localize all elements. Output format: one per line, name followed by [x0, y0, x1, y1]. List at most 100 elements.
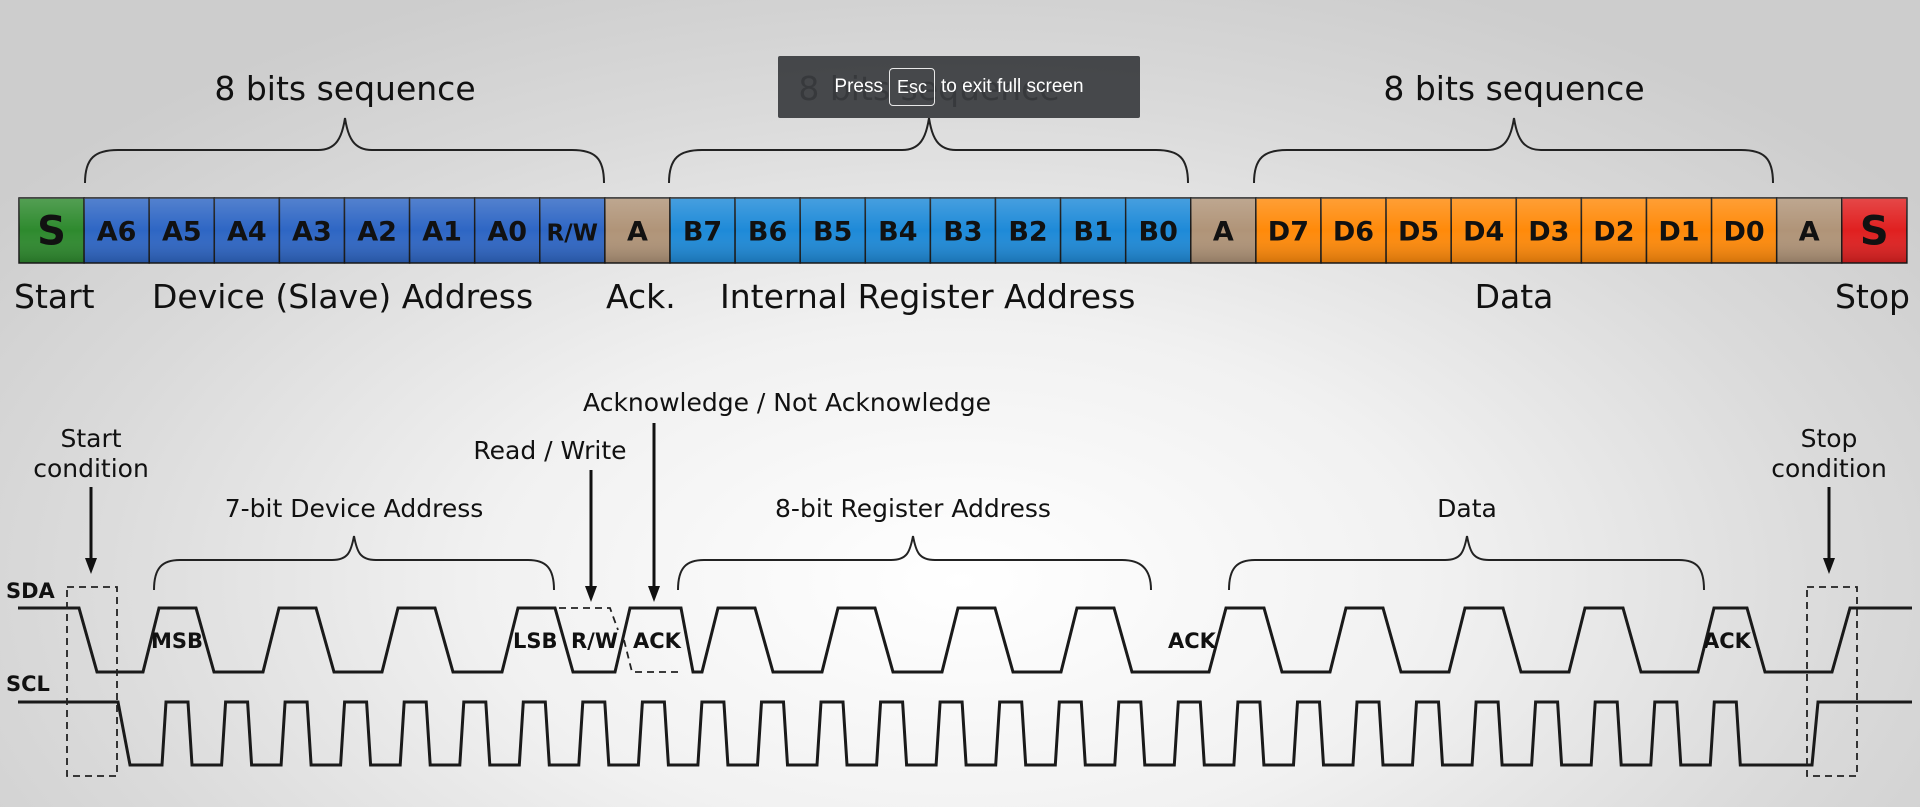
frame-cell-label-3: A4 — [227, 217, 267, 248]
sda-waveform — [18, 606, 1912, 674]
frame-cell-shade-18 — [1190, 198, 1256, 263]
esc-key-hint: Esc — [888, 68, 935, 106]
frame-cell-label-16: B1 — [1073, 217, 1112, 248]
frame-cell-label-2: A5 — [162, 217, 202, 248]
frame-cell-shade-21 — [1386, 198, 1452, 263]
frame-cell-label-18: A — [1213, 217, 1234, 248]
frame-cell-label-24: D2 — [1593, 217, 1634, 248]
scl-waveform — [18, 700, 1912, 767]
frame-cell-label-21: D5 — [1398, 217, 1439, 248]
arrowhead-start-condition — [85, 558, 97, 574]
frame-cell-shade-28 — [1841, 198, 1907, 263]
device-address-7bit-label: 7-bit Device Address — [225, 494, 484, 523]
sequence-label-data: 8 bits sequence — [1383, 69, 1644, 108]
frame-cell-shade-7 — [474, 198, 540, 263]
read-write-label: Read / Write — [473, 436, 626, 465]
frame-cell-label-26: D0 — [1723, 217, 1764, 248]
frame-cell-label-12: B5 — [813, 217, 852, 248]
arrowhead-ack-nack — [648, 586, 660, 602]
frame-cell-label-19: D7 — [1268, 217, 1309, 248]
stop-condition-box — [1806, 586, 1858, 777]
frame-cell-shade-11 — [735, 198, 801, 263]
frame-cell-label-22: D4 — [1463, 217, 1504, 248]
frame-cell-label-10: B7 — [683, 217, 722, 248]
sda-rw-dashed-high — [559, 607, 619, 631]
start-condition-box — [66, 586, 118, 777]
frame-cell-shade-9 — [604, 198, 670, 263]
frame-cell-shade-27 — [1776, 198, 1842, 263]
frame-cell-label-11: B6 — [748, 217, 787, 248]
ack-bit-label-1: ACK — [633, 629, 682, 653]
frame-cell-shade-8 — [539, 198, 605, 263]
brace-timing-data — [1228, 535, 1705, 591]
frame-cell-shade-0 — [19, 198, 85, 263]
label-data: Data — [1475, 277, 1554, 316]
frame-cell-shade-6 — [409, 198, 475, 263]
lsb-label: LSB — [513, 629, 558, 653]
frame-cell-label-15: B2 — [1008, 217, 1047, 248]
toast-press-text: Press — [834, 76, 883, 97]
ack-nack-label: Acknowledge / Not Acknowledge — [583, 388, 991, 417]
frame-field-labels: Start Device (Slave) Address Ack. Intern… — [14, 277, 1910, 316]
frame-cell-label-27: A — [1799, 217, 1820, 248]
label-internal-register-address: Internal Register Address — [720, 277, 1135, 316]
frame-cell-shade-14 — [930, 198, 996, 263]
frame-cell-shade-15 — [995, 198, 1061, 263]
frame-cell-shade-19 — [1255, 198, 1321, 263]
frame-cell-shade-4 — [279, 198, 345, 263]
frame-cell-shade-17 — [1125, 198, 1191, 263]
frame-cell-label-13: B4 — [878, 217, 917, 248]
frame-cell-shade-16 — [1060, 198, 1126, 263]
frame-cells: S A6 A5 A4 A3 A2 A1 A0 R/W A B7 B6 B5 B4 B3 B2 B1 B0 A D7 D6… — [18, 197, 1908, 264]
frame-cell-shade-20 — [1321, 198, 1387, 263]
frame-cell-label-7: A0 — [487, 217, 527, 248]
arrowhead-read-write — [585, 586, 597, 602]
register-address-8bit-label: 8-bit Register Address — [775, 494, 1051, 523]
label-start: Start — [14, 277, 95, 316]
brace-data — [1253, 117, 1774, 184]
frame-cell-shade-3 — [214, 198, 280, 263]
rw-bit-label: R/W — [571, 629, 618, 653]
frame-cell-shade-26 — [1711, 198, 1777, 263]
frame-cell-shade-12 — [800, 198, 866, 263]
scl-label: SCL — [6, 672, 50, 696]
frame-cell-label-8: R/W — [547, 221, 598, 247]
fullscreen-exit-toast: Press Esc to exit full screen — [778, 56, 1140, 118]
brace-device-address — [84, 117, 605, 184]
frame-cell-label-5: A2 — [357, 217, 397, 248]
frame-cell-shade-1 — [84, 198, 150, 263]
frame-cell-label-1: A6 — [97, 217, 137, 248]
frame-cell-shade-22 — [1451, 198, 1517, 263]
frame-cell-shade-10 — [670, 198, 736, 263]
frame-cell-label-6: A1 — [422, 217, 462, 248]
frame-braces — [84, 117, 1774, 184]
brace-7bit-address — [153, 535, 555, 591]
sequence-label-device: 8 bits sequence — [214, 69, 475, 108]
toast-message-text: to exit full screen — [941, 76, 1084, 97]
brace-8bit-register — [677, 535, 1152, 591]
frame-cell-label-23: D3 — [1528, 217, 1569, 248]
frame-cell-label-14: B3 — [943, 217, 982, 248]
frame-cell-shade-24 — [1581, 198, 1647, 263]
arrowhead-stop-condition — [1823, 558, 1835, 574]
frame-cell-label-0: S — [37, 209, 66, 255]
frame-cell-label-9: A — [627, 217, 648, 248]
sda-label: SDA — [6, 579, 56, 603]
waveform-bit-labels: MSB LSB R/W ACK ACK ACK — [151, 629, 1752, 653]
frame-cell-shade-23 — [1516, 198, 1582, 263]
frame-cell-label-4: A3 — [292, 217, 332, 248]
frame-cell-shade-5 — [344, 198, 410, 263]
msb-label: MSB — [151, 629, 203, 653]
frame-cell-shade-2 — [149, 198, 215, 263]
label-ack: Ack. — [606, 277, 676, 316]
frame-cell-label-17: B0 — [1139, 217, 1178, 248]
sda-ack-dashed-low — [623, 639, 678, 673]
label-device-address: Device (Slave) Address — [152, 277, 533, 316]
frame-cell-label-20: D6 — [1333, 217, 1374, 248]
frame-cell-label-28: S — [1860, 209, 1889, 255]
timing-data-label: Data — [1437, 494, 1497, 523]
